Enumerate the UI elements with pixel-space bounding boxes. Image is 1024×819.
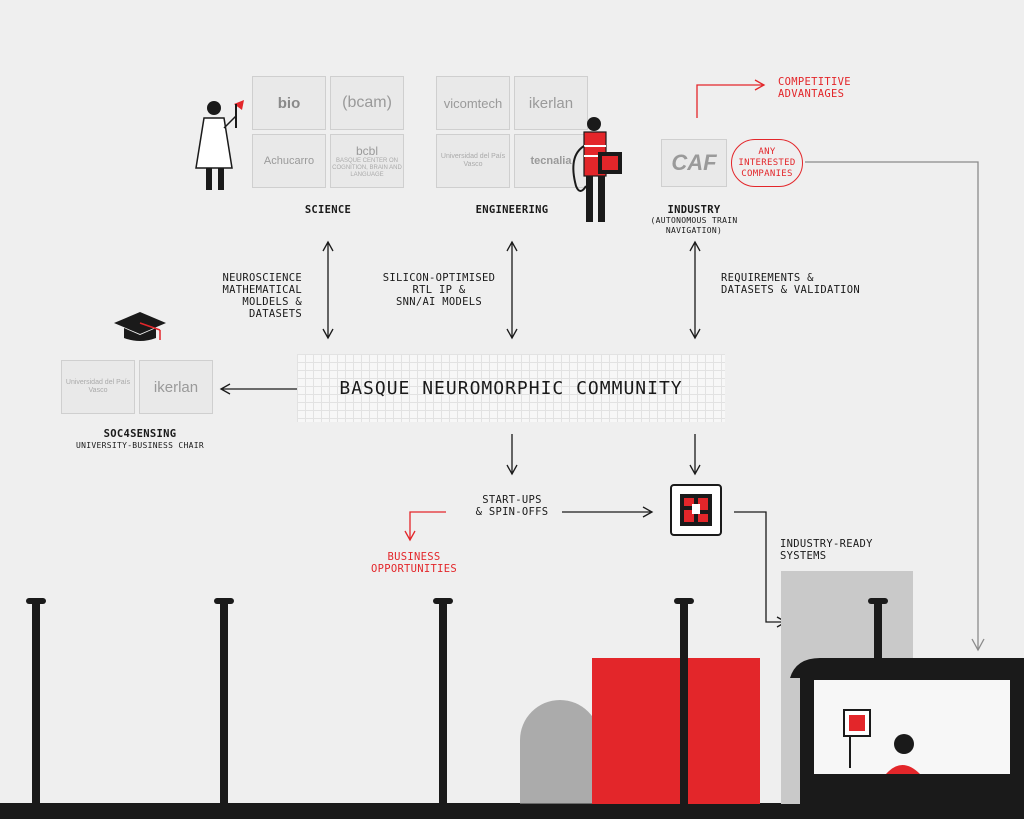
upv-logo: Universidad del País Vasco [436, 134, 510, 188]
business-label: BUSINESS OPPORTUNITIES [370, 551, 458, 575]
engineering-title: ENGINEERING [475, 204, 549, 216]
bio-logo: bio [252, 76, 326, 130]
lamp-post-1 [26, 598, 46, 804]
chair-title: SOC4SENSING [103, 428, 177, 440]
scientist-figure [192, 98, 250, 196]
tecnalia-logo: tecnalia [514, 134, 588, 188]
chair-ikerlan-logo: ikerlan [139, 360, 213, 414]
industry-ready-label: INDUSTRY-READY SYSTEMS [780, 538, 873, 562]
science-flow-label: NEUROSCIENCE MATHEMATICAL MOLDELS & DATA… [222, 272, 302, 320]
industry-subtitle: (AUTONOMOUS TRAIN NAVIGATION) [650, 216, 738, 235]
industry-title: INDUSTRY [667, 204, 721, 216]
interested-companies-badge: ANY INTERESTED COMPANIES [731, 139, 803, 187]
lamp-post-2 [214, 598, 234, 804]
ground-strip [0, 803, 1024, 819]
achucarro-logo: Achucarro [252, 134, 326, 188]
graduation-cap-icon [112, 310, 168, 348]
lamp-post-5 [868, 598, 888, 668]
neuromorphic-chip-icon [670, 484, 722, 540]
engineering-flow-label: SILICON-OPTIMISED RTL IP & SNN/AI MODELS [382, 272, 496, 308]
business-arrow [404, 511, 446, 542]
lamp-post-4 [674, 598, 694, 804]
red-block [592, 658, 760, 804]
tree-shape [520, 700, 600, 804]
competitive-label: COMPETITIVE ADVANTAGES [778, 76, 851, 100]
science-title: SCIENCE [304, 204, 352, 216]
companies-to-train-arrow [805, 161, 985, 652]
chair-subtitle: UNIVERSITY-BUSINESS CHAIR [76, 441, 204, 450]
industry-flow-label: REQUIREMENTS & DATASETS & VALIDATION [721, 272, 861, 296]
competitive-arrow [696, 79, 766, 118]
engineer-figure [566, 116, 628, 228]
community-title: BASQUE NEUROMORPHIC COMMUNITY [339, 377, 683, 399]
lamp-post-3 [433, 598, 453, 804]
vicomtech-logo: vicomtech [436, 76, 510, 130]
startups-label: START-UPS & SPIN-OFFS [475, 494, 549, 518]
train-cab [790, 658, 1024, 804]
community-box: BASQUE NEUROMORPHIC COMMUNITY [297, 354, 725, 422]
caf-logo: CAF [661, 139, 727, 187]
chair-upv-logo: Universidad del País Vasco [61, 360, 135, 414]
ikerlan-logo: ikerlan [514, 76, 588, 130]
bcam-logo: (bcam) [330, 76, 404, 130]
chip-to-systems-arrow [734, 511, 788, 628]
